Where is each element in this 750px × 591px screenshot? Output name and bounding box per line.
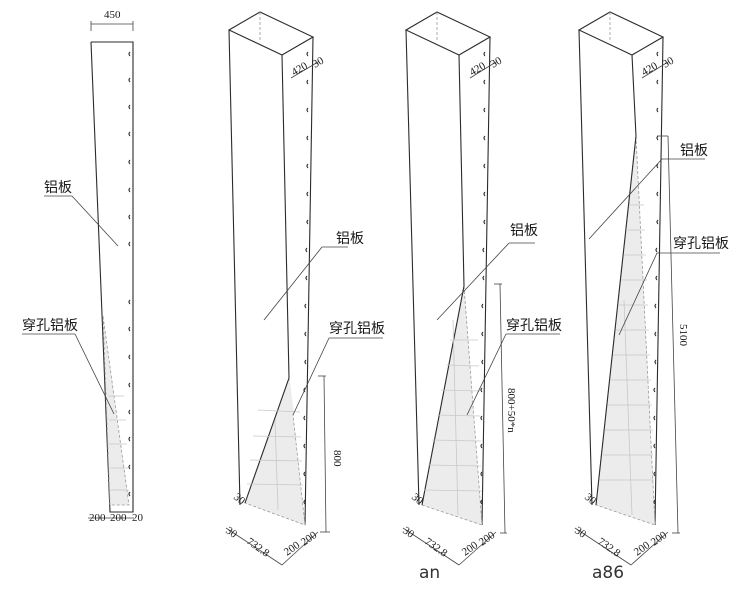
label-perforated-panel: 穿孔铝板 — [673, 236, 729, 252]
height-dim-5100: 5100 — [677, 324, 689, 347]
label-aluminum-panel: 铝板 — [680, 143, 708, 159]
label-perforated-panel: 穿孔铝板 — [506, 318, 562, 334]
bottom-dim-200b: 200 — [477, 529, 498, 549]
bottom-dim-200a: 200 — [632, 539, 653, 559]
bottom-dim-200a: 200 — [282, 539, 303, 559]
label-aluminum-panel: 铝板 — [336, 231, 364, 247]
panel-4: 420 30 铝板 穿孔铝板 5100 30 30 732.8 200 200 … — [572, 11, 729, 583]
bottom-dim-200a: 200 — [460, 539, 481, 559]
width-dim-450: 450 — [104, 9, 121, 21]
top-dim-420: 420 — [468, 60, 489, 79]
caption-an: an — [419, 563, 440, 583]
label-perforated-panel: 穿孔铝板 — [22, 318, 78, 334]
panel-2: 420 30 铝板 穿孔铝板 800 30 30 732.8 200 200 — [223, 11, 385, 566]
panel-3: 420 30 铝板 穿孔铝板 800+50*n 30 30 732.8 200 … — [400, 11, 562, 583]
label-aluminum-panel: 铝板 — [44, 180, 72, 196]
height-dim-800-50n: 800+50*n — [505, 388, 517, 433]
top-dim-420: 420 — [640, 60, 661, 79]
corner-dim-30: 30 — [231, 491, 248, 508]
bottom-dim-30: 30 — [223, 525, 239, 541]
bottom-dim-30: 30 — [400, 525, 416, 541]
panel-1: 450 铝板 穿孔铝板 200 200 20 — [22, 9, 144, 524]
label-perforated-panel: 穿孔铝板 — [329, 321, 385, 337]
bottom-dim-30: 30 — [572, 525, 588, 541]
label-aluminum-panel: 铝板 — [510, 223, 538, 239]
bottom-dim-20: 20 — [132, 512, 144, 524]
bottom-dim-732: 732.8 — [244, 536, 272, 560]
bottom-dim-200b: 200 — [649, 529, 670, 549]
bottom-dim-732: 732.8 — [595, 536, 623, 560]
bottom-dim-200b: 200 — [110, 512, 127, 524]
bottom-dim-200a: 200 — [89, 512, 106, 524]
top-dim-30: 30 — [489, 54, 505, 70]
caption-a86: a86 — [592, 563, 624, 583]
top-dim-420: 420 — [290, 60, 311, 79]
height-dim-800: 800 — [331, 450, 343, 467]
bottom-dim-200b: 200 — [299, 529, 320, 549]
